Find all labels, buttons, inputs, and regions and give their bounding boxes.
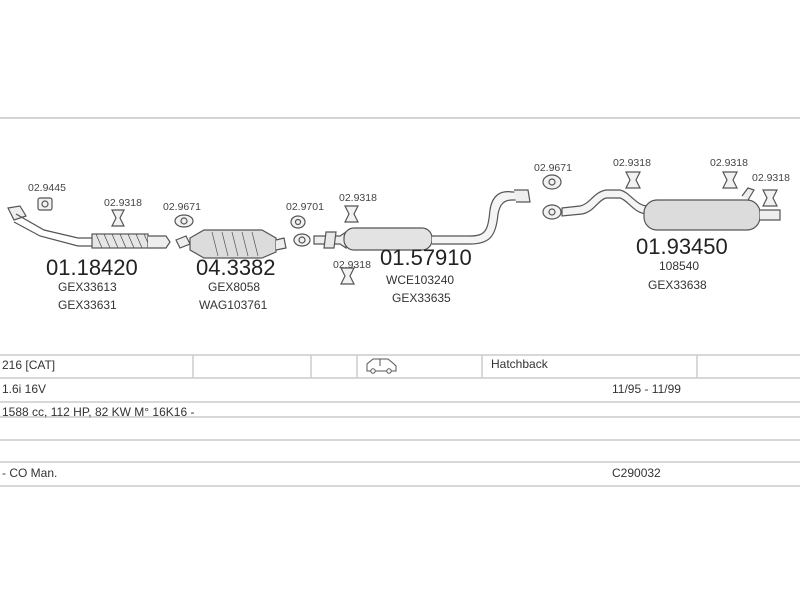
label-gasket-1: 02.9671	[163, 201, 201, 213]
middle-silencer	[313, 189, 531, 251]
table-grid	[0, 354, 800, 487]
rear-flange	[542, 204, 562, 220]
front-pipe-code: 01.18420	[46, 255, 138, 280]
clamp-1	[37, 197, 53, 211]
clamp-4	[340, 267, 355, 285]
clamp-5	[625, 171, 641, 189]
cell-spec: 1588 cc, 112 HP, 82 KW M° 16K16 -	[2, 405, 195, 419]
clamp-7	[762, 189, 778, 207]
cell-engine: 1.6i 16V	[2, 382, 47, 396]
catalyst-ref-2: WAG103761	[199, 298, 268, 312]
rear-ref-2: GEX33638	[648, 278, 707, 292]
label-gasket-2: 02.9671	[534, 162, 572, 174]
cell-emission: - CO Man.	[2, 466, 58, 480]
clamp-2	[111, 209, 125, 227]
label-clamp-6: 02.9318	[710, 157, 748, 169]
middle-code: 01.57910	[380, 245, 472, 270]
flange-ring	[293, 233, 311, 247]
label-clamp-5: 02.9318	[613, 157, 651, 169]
middle-ref-1: WCE103240	[386, 273, 454, 287]
front-pipe-ref-1: GEX33613	[58, 280, 117, 294]
label-clamp-3: 02.9318	[339, 192, 377, 204]
cell-years: 11/95 - 11/99	[612, 382, 681, 396]
ring-part	[290, 215, 306, 229]
front-pipe-ref-2: GEX33631	[58, 298, 117, 312]
clamp-3	[344, 205, 359, 223]
label-clamp-2: 02.9318	[104, 197, 142, 209]
cell-body: Hatchback	[491, 357, 548, 371]
label-clamp-1: 02.9445	[28, 182, 66, 194]
catalyst	[175, 229, 287, 259]
catalyst-code: 04.3382	[196, 255, 276, 280]
label-clamp-7: 02.9318	[752, 172, 790, 184]
clamp-6	[722, 171, 738, 189]
label-ring-1: 02.9701	[286, 201, 324, 213]
front-pipe	[7, 205, 171, 249]
rear-ref-1: 108540	[659, 259, 699, 273]
rear-silencer	[561, 187, 781, 231]
middle-ref-2: GEX33635	[392, 291, 451, 305]
cell-model: 216 [CAT]	[2, 358, 56, 372]
car-hatchback-icon	[366, 358, 397, 374]
catalyst-ref-1: GEX8058	[208, 280, 260, 294]
gasket-1	[174, 214, 194, 228]
rear-code: 01.93450	[636, 234, 728, 259]
label-clamp-4: 02.9318	[333, 259, 371, 271]
cell-code: C290032	[612, 466, 661, 480]
gasket-2	[542, 174, 562, 190]
